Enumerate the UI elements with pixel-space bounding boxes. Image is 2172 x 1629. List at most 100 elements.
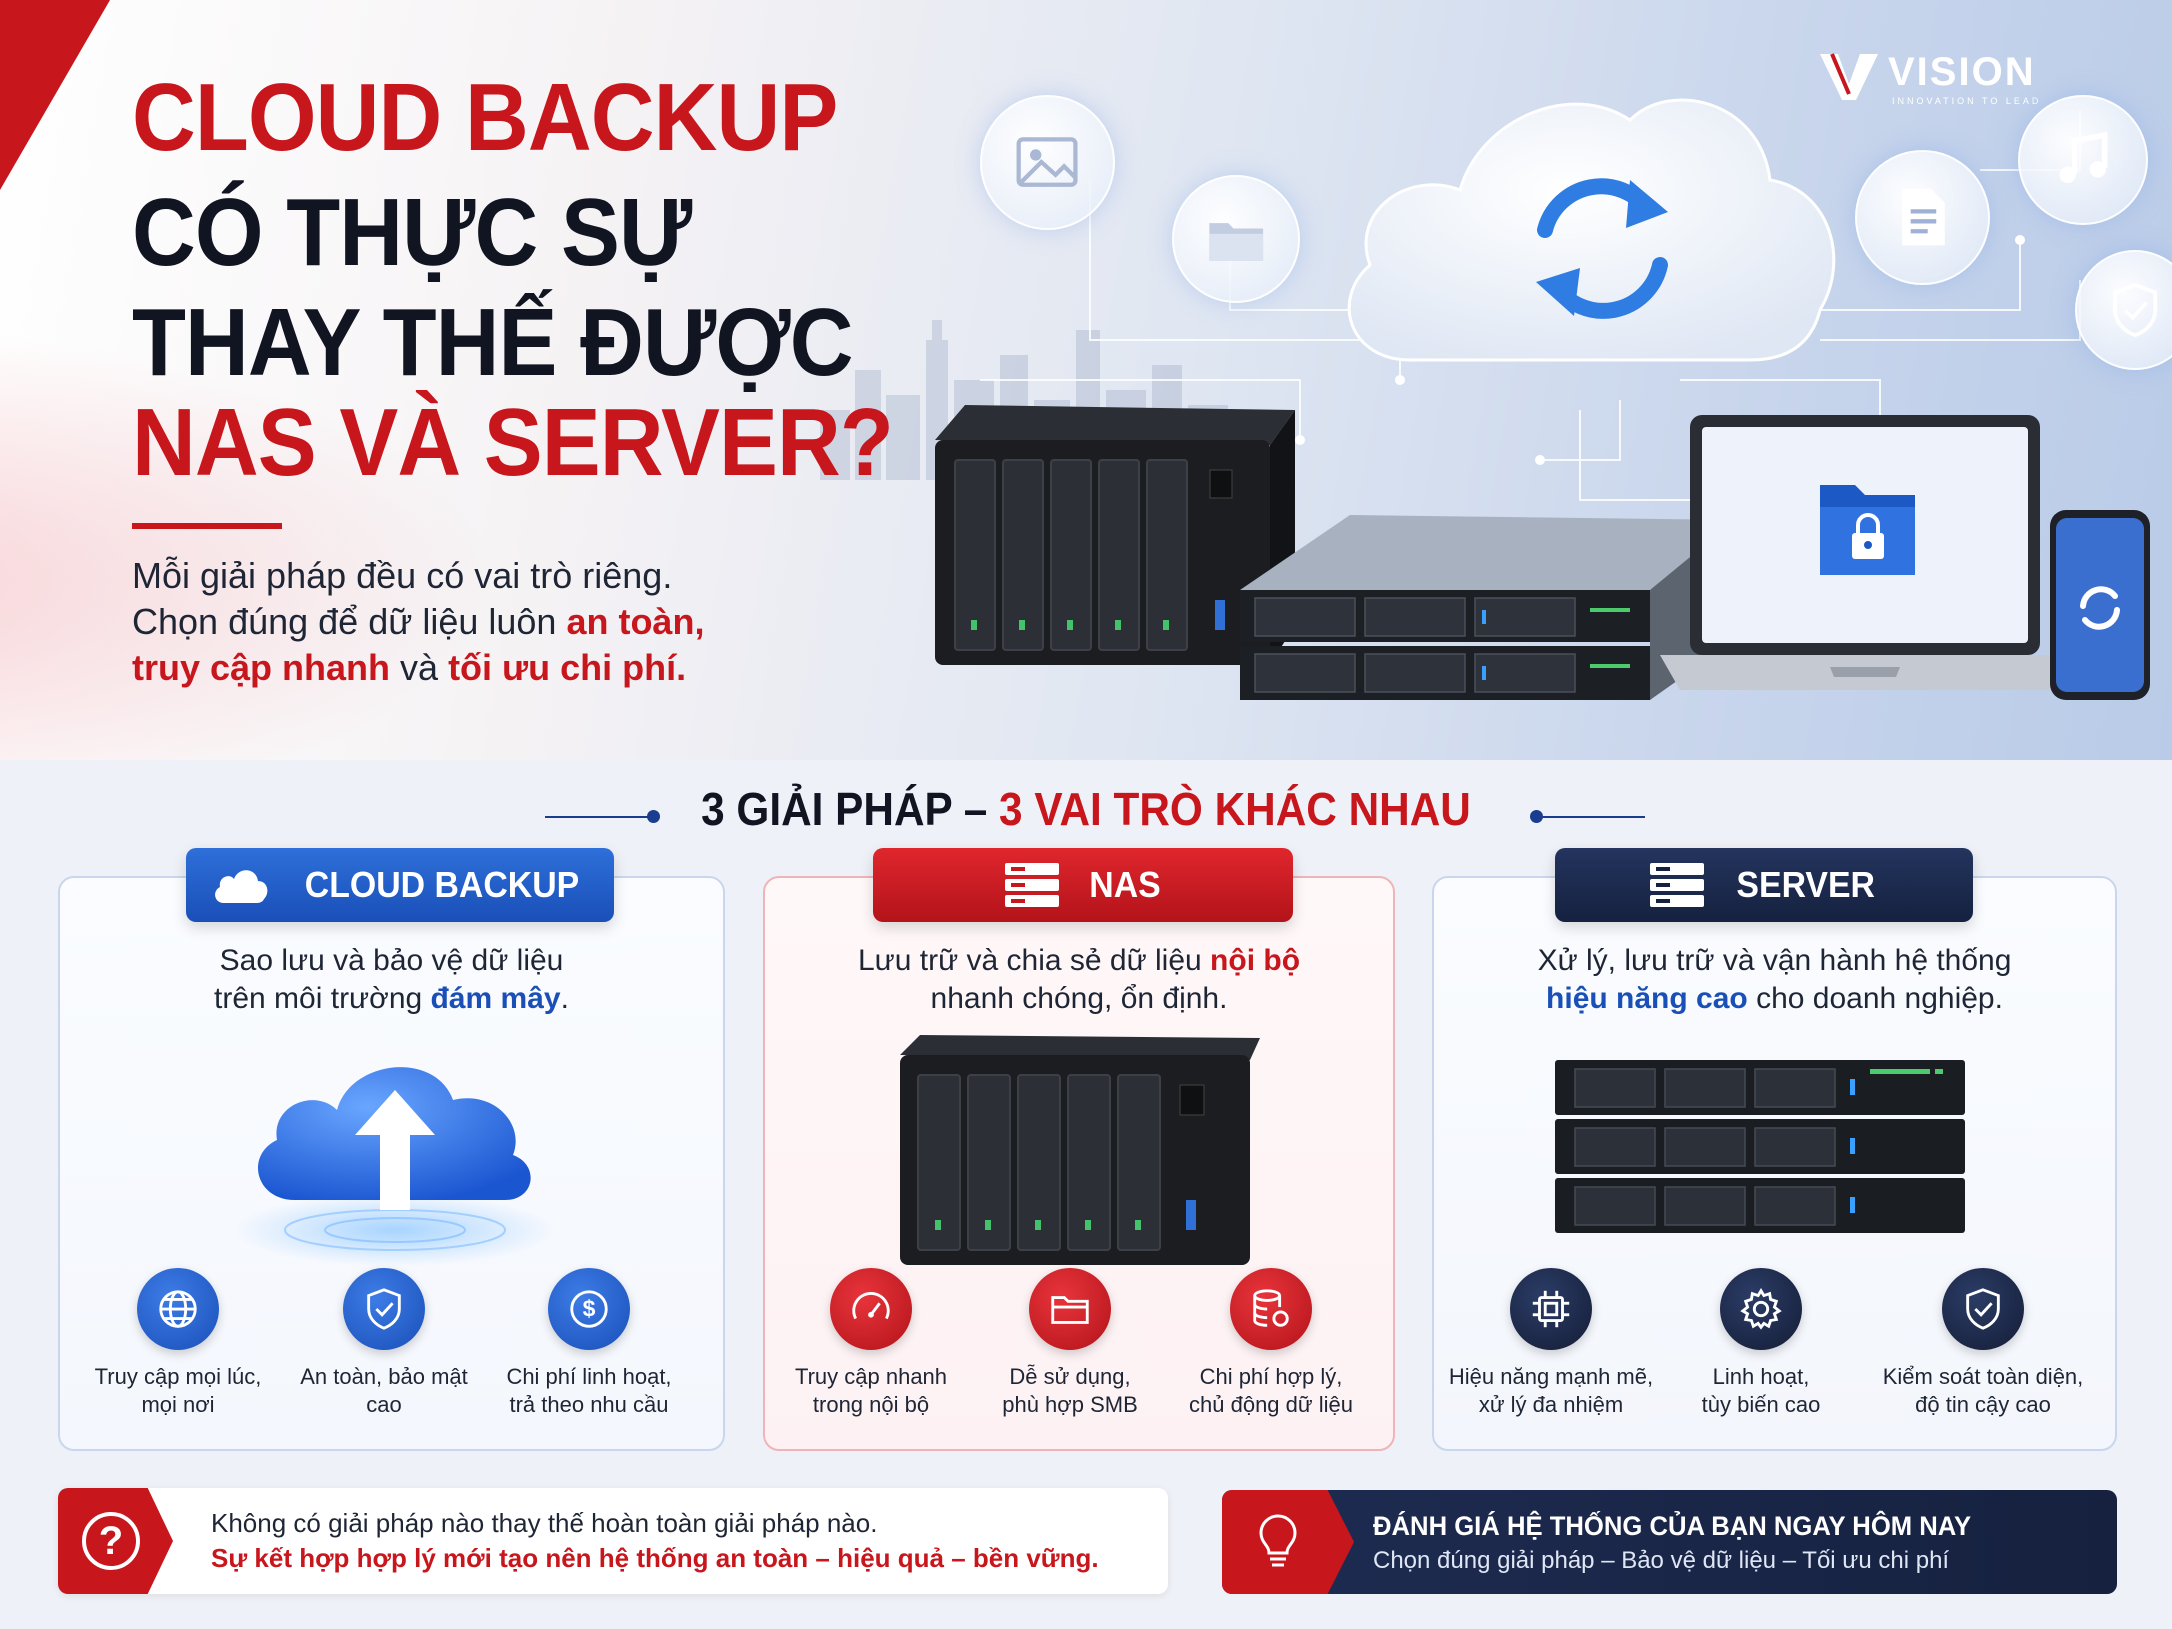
red-corner-accent (0, 0, 110, 190)
gear-icon (1740, 1287, 1782, 1330)
desc-highlight: đám mây (430, 982, 561, 1015)
desc-highlight: nội bộ (1210, 944, 1301, 977)
sync-icon (2080, 586, 2120, 630)
feature-label-line: mọi nơi (141, 1392, 215, 1417)
feature-label-line: Truy cập mọi lúc, (94, 1364, 262, 1389)
subtitle-highlight-safe: an toàn, (566, 601, 705, 642)
desc-line: Sao lưu và bảo vệ dữ liệu (219, 944, 564, 977)
cloud-backup-label: CLOUD BACKUP (304, 864, 580, 905)
svg-text:$: $ (583, 1296, 596, 1322)
feature-database (1230, 1268, 1312, 1350)
vision-logo-mark-icon (1820, 53, 1878, 100)
feature-shield-control (1942, 1268, 2024, 1350)
folder-icon (1051, 1296, 1089, 1324)
rack-server-image (1555, 1060, 1965, 1233)
speedometer-icon (852, 1292, 890, 1320)
floating-document-icon (1855, 150, 1990, 285)
shield-icon (2113, 282, 2157, 338)
lightbulb-icon (1259, 1514, 1297, 1567)
feature-shield (343, 1268, 425, 1350)
server-label: SERVER (1736, 864, 1876, 905)
feature-label-line: độ tin cậy cao (1915, 1392, 2051, 1417)
feature-label: Dễ sử dụng,phù hợp SMB (965, 1363, 1175, 1419)
feature-label: Kiểm soát toàn diện, độ tin cậy cao (1878, 1363, 2088, 1419)
section-heading: 3 GIẢI PHÁP – 3 VAI TRÒ KHÁC NHAU (87, 782, 2085, 836)
cloud-backup-label-bar: CLOUD BACKUP (186, 848, 614, 922)
feature-label-line: Kiểm soát toàn diện, (1882, 1364, 2084, 1389)
feature-label: Truy cập mọi lúc, mọi nơi (73, 1363, 283, 1419)
desc-line: Xử lý, lưu trữ và vận hành hệ thống (1537, 944, 2012, 977)
heading-dot-right (1530, 810, 1543, 823)
feature-dollar: $ (548, 1268, 630, 1350)
heading-rule-right (1540, 816, 1645, 818)
nas-description: Lưu trữ và chia sẻ dữ liệu nội bộ nhanh … (763, 942, 1395, 1018)
desc-text: Lưu trữ và chia sẻ dữ liệu (857, 944, 1211, 977)
shield-check-icon (1966, 1288, 2000, 1330)
section-heading-highlight: 3 VAI TRÒ KHÁC NHAU (999, 783, 1471, 835)
folder-icon (1209, 222, 1263, 261)
desc-highlight: hiệu năng cao (1546, 982, 1748, 1015)
nas-label: NAS (1089, 864, 1161, 905)
red-glow (0, 320, 500, 760)
cta-title[interactable]: ĐÁNH GIÁ HỆ THỐNG CỦA BẠN NGAY HÔM NAY (1373, 1511, 1972, 1541)
logo-tagline: INNOVATION TO LEAD (1892, 96, 2042, 106)
nas-device-image (900, 1035, 1260, 1265)
title-underline (132, 523, 282, 529)
hero-title-line-1: CLOUD BACKUP (132, 64, 838, 171)
nas-label-bar: NAS (873, 848, 1293, 922)
database-icon (1253, 1289, 1289, 1327)
feature-label-line: phù hợp SMB (1002, 1392, 1138, 1417)
section-heading-text: 3 GIẢI PHÁP – (701, 783, 1000, 835)
feature-label: Hiệu năng mạnh mẽ,xử lý đa nhiệm (1446, 1363, 1656, 1419)
feature-label-line: Linh hoạt, (1712, 1364, 1810, 1389)
sync-cloud-illustration (1347, 98, 1836, 362)
desc-text: cho doanh nghiệp. (1747, 982, 2003, 1015)
cta-subtitle: Chọn đúng giải pháp – Bảo vệ dữ liệu – T… (1373, 1547, 1950, 1574)
feature-label-line: Truy cập nhanh (794, 1364, 948, 1389)
upload-arrow-icon (355, 1090, 435, 1210)
document-icon (1902, 189, 1946, 246)
dollar-icon: $ (570, 1290, 608, 1328)
question-icon: ? (82, 1512, 140, 1570)
music-note-icon (2059, 132, 2108, 184)
heading-rule-left (545, 816, 650, 818)
hero-banner: CLOUD BACKUP CÓ THỰC SỰ THAY THẾ ĐƯỢC NA… (0, 0, 2172, 760)
laptop-hero (1660, 415, 2070, 690)
feature-gear (1720, 1268, 1802, 1350)
cta-badge[interactable] (1222, 1490, 1354, 1594)
feature-label: Linh hoạt,tùy biến cao (1656, 1363, 1866, 1419)
feature-label-line: chủ động dữ liệu (1189, 1392, 1353, 1417)
feature-label: Chi phí linh hoạt, trả theo nhu cầu (484, 1363, 694, 1419)
subtitle-text: Chọn đúng để dữ liệu luôn (132, 601, 567, 642)
cloud-icon (215, 870, 268, 903)
subtitle-highlight-fast: truy cập nhanh (132, 647, 391, 688)
desc-line: nhanh chóng, ổn định. (930, 982, 1228, 1015)
hero-title-line-2: CÓ THỰC SỰ (132, 179, 692, 286)
cloud-upload-illustration (235, 1067, 555, 1266)
floating-image-icon (980, 95, 1115, 230)
cpu-icon (1532, 1290, 1570, 1328)
hero-title-line-3: THAY THẾ ĐƯỢC (132, 289, 854, 396)
feature-label-line: Chi phí linh hoạt, (506, 1364, 672, 1389)
shield-check-icon (367, 1288, 401, 1330)
feature-globe (137, 1268, 219, 1350)
server-stack-icon (1650, 863, 1705, 907)
floating-music-icon (2018, 95, 2148, 225)
note-banner (58, 1488, 1168, 1594)
cta-banner[interactable] (1222, 1490, 2117, 1594)
server-description: Xử lý, lưu trữ và vận hành hệ thống hiệu… (1432, 942, 2117, 1018)
feature-folder (1029, 1268, 1111, 1350)
vision-logo[interactable]: VISION INNOVATION TO LEAD (1818, 46, 2048, 110)
locked-folder-icon (1820, 485, 1915, 575)
feature-label-line: trả theo nhu cầu (509, 1392, 669, 1417)
feature-label-line: Chi phí hợp lý, (1199, 1364, 1343, 1389)
feature-label-line: cao (366, 1392, 402, 1417)
hero-subtitle-line-1: Mỗi giải pháp đều có vai trò riêng. (132, 555, 673, 596)
feature-cpu (1510, 1268, 1592, 1350)
feature-label: Chi phí hợp lý, chủ động dữ liệu (1166, 1363, 1376, 1419)
floating-shield-icon (2075, 250, 2172, 370)
desc-line: hiệu năng cao cho doanh nghiệp. (1432, 980, 2117, 1018)
hero-subtitle-line-2: Chọn đúng để dữ liệu luôn an toàn, (132, 601, 704, 643)
